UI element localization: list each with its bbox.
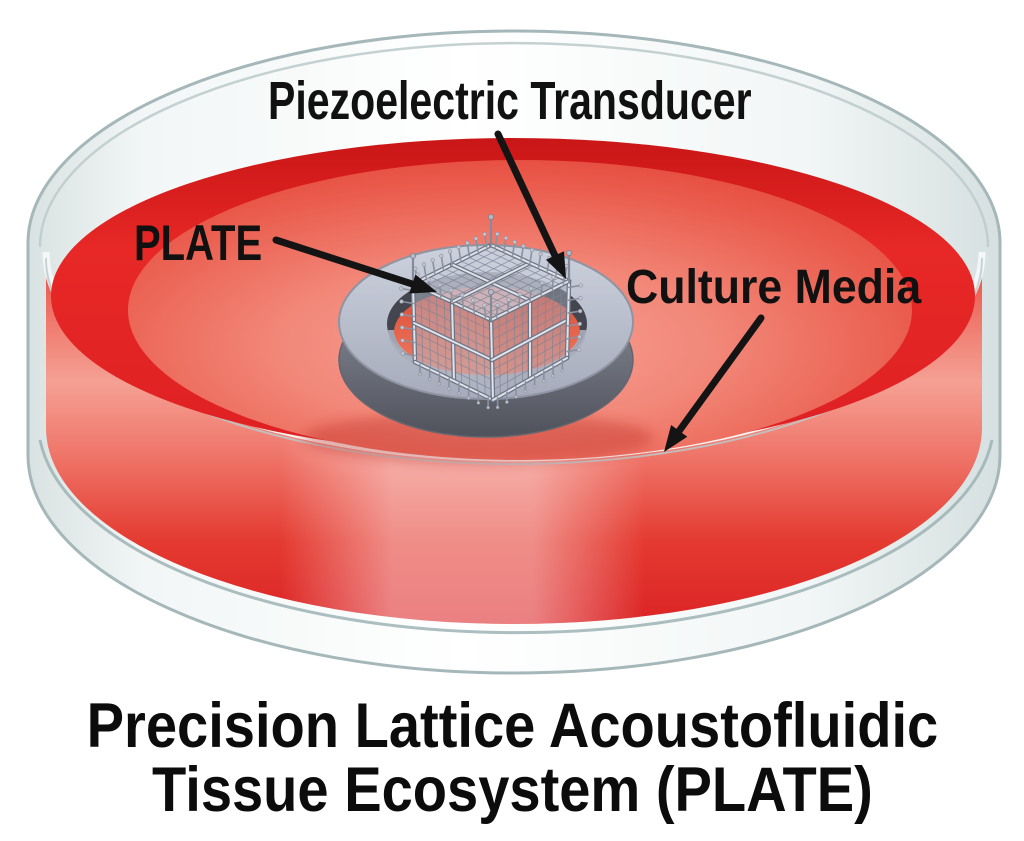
dish-bottom-glass-arc (38, 439, 994, 635)
lattice-part (456, 245, 461, 250)
lattice-part (400, 351, 405, 356)
lattice-part (503, 235, 509, 241)
lattice-part (431, 259, 436, 274)
lattice-part (475, 237, 479, 253)
lattice-part (505, 400, 509, 404)
lattice-part (566, 249, 573, 256)
lattice-part (451, 262, 531, 303)
caption-line-2: Tissue Ecosystem (PLATE) (151, 755, 873, 825)
lattice-part (400, 325, 405, 330)
lattice-part (399, 286, 404, 291)
lattice-part (506, 297, 511, 302)
lattice-part (540, 280, 545, 286)
lattice-part (423, 263, 427, 279)
lattice-part (483, 233, 488, 248)
lattice-part (482, 303, 487, 308)
lattice-part (437, 282, 442, 287)
lattice-part (437, 382, 442, 386)
lattice-part (471, 298, 476, 303)
caption-text: Precision Lattice Acoustofluidic Tissue … (86, 694, 938, 822)
lattice-part (551, 374, 555, 378)
lattice-part (512, 239, 517, 245)
lattice-part (486, 405, 490, 410)
lattice-part (418, 372, 422, 377)
lattice-part (426, 277, 431, 282)
lattice-part (449, 250, 453, 266)
lattice-part (409, 252, 416, 259)
transducer-arrow (494, 130, 566, 279)
lattice-part (538, 251, 543, 257)
plate-label-text: PLATE (134, 215, 263, 271)
lattice-part (494, 233, 499, 248)
lattice-part (465, 240, 470, 245)
lattice-part (503, 237, 507, 252)
lattice-part (448, 287, 454, 293)
lattice-part (400, 338, 405, 343)
lattice-part (399, 299, 404, 304)
lattice-part (491, 318, 569, 361)
media-label: Culture Media (626, 264, 943, 312)
lattice-part (578, 308, 583, 314)
side-wall-highlight (46, 252, 982, 624)
lattice-part (457, 391, 461, 396)
lattice-part (427, 377, 432, 381)
lattice-part (466, 396, 471, 400)
plate-label: PLATE (134, 218, 294, 268)
lattice-part (466, 242, 471, 257)
lattice-part (577, 334, 582, 339)
lattice-part (487, 213, 494, 220)
lattice-part (439, 253, 444, 258)
lattice-part (440, 255, 445, 270)
lattice-part (577, 321, 582, 327)
lattice-part (537, 253, 542, 268)
lattice-part (487, 288, 494, 295)
lattice-part (551, 275, 556, 280)
lattice-part (430, 258, 435, 263)
lattice-part (421, 262, 427, 267)
lattice-part (413, 322, 493, 361)
lattice-part (473, 236, 479, 241)
media-label-text: Culture Media (626, 261, 922, 314)
lattice-part (578, 283, 583, 288)
lattice-part (532, 384, 537, 389)
lattice-part (529, 247, 535, 253)
lattice-part (566, 280, 570, 359)
lattice-part (447, 386, 451, 391)
lattice-part (482, 232, 487, 237)
lattice-part (560, 368, 565, 373)
lattice-part (476, 401, 481, 405)
caption-line-1: Precision Lattice Acoustofluidic (86, 691, 938, 761)
media-arrow (664, 314, 765, 452)
lattice-part (517, 291, 522, 297)
lattice-part (495, 231, 500, 237)
lattice-part (521, 243, 526, 249)
lattice-part (414, 361, 494, 401)
lattice-part (495, 405, 500, 410)
transducer-label: Piezoelectric Transducer (268, 74, 904, 128)
lattice-part (495, 303, 500, 308)
lattice-part (523, 389, 528, 394)
lattice-part (528, 286, 534, 291)
lattice-part (577, 347, 582, 352)
lattice-part (399, 312, 404, 317)
lattice-part (511, 241, 516, 256)
transducer-label-text: Piezoelectric Transducer (268, 71, 752, 131)
lattice-part (520, 245, 525, 260)
lattice-part (514, 395, 518, 399)
dish-rim-lip-arc (38, 41, 990, 248)
figure-caption: Precision Lattice Acoustofluidic Tissue … (0, 694, 1024, 822)
lattice-part (492, 357, 568, 401)
annotation-arrows (272, 130, 765, 452)
lattice-part (578, 296, 583, 301)
lattice-part (460, 293, 465, 298)
lattice-part (447, 249, 453, 254)
plate-arrow (272, 236, 437, 294)
lattice-part (542, 379, 546, 383)
lattice-part (457, 246, 462, 261)
lattice-part (529, 249, 533, 264)
